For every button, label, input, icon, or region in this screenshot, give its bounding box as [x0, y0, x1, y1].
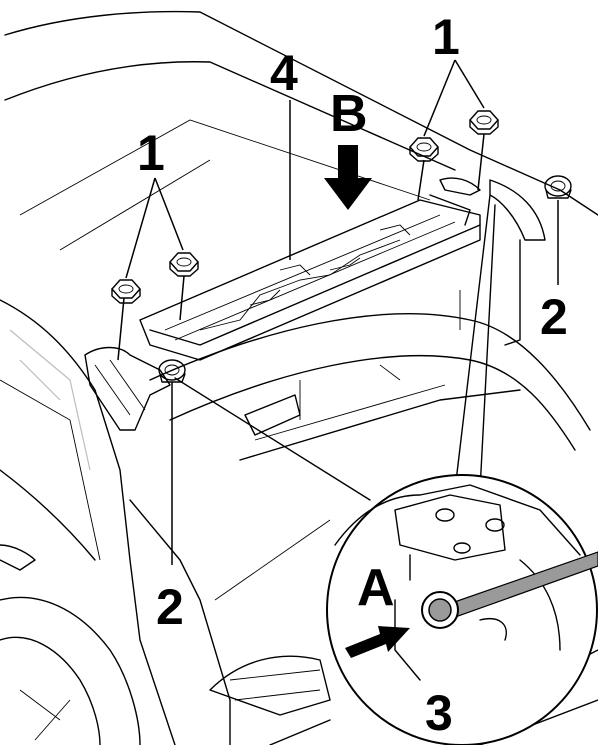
detail-magnifier	[174, 194, 598, 745]
callout-clip-right: 2	[540, 289, 568, 345]
vehicle-body	[0, 10, 598, 745]
callout-nuts-top-left: 1	[137, 125, 165, 181]
nuts	[111, 110, 499, 304]
arrow-b-icon	[324, 145, 372, 210]
callout-nuts-top-right: 1	[432, 9, 460, 65]
callout-clip-left: 2	[156, 579, 184, 635]
bolt-icon	[421, 591, 459, 629]
callout-bolt: 3	[425, 685, 453, 741]
nut-icon	[169, 252, 199, 277]
nut-icon	[111, 279, 141, 304]
callout-view-b: B	[330, 85, 368, 143]
clip-icon	[544, 175, 572, 199]
rear-spoiler	[84, 177, 481, 431]
callout-view-a: A	[357, 559, 395, 617]
nut-icon	[469, 110, 499, 135]
leader-lines	[117, 59, 559, 680]
nut-icon	[409, 137, 439, 162]
tailgate-opening	[149, 179, 591, 461]
arrow-a-icon	[345, 626, 410, 658]
callout-spoiler: 4	[270, 45, 298, 101]
